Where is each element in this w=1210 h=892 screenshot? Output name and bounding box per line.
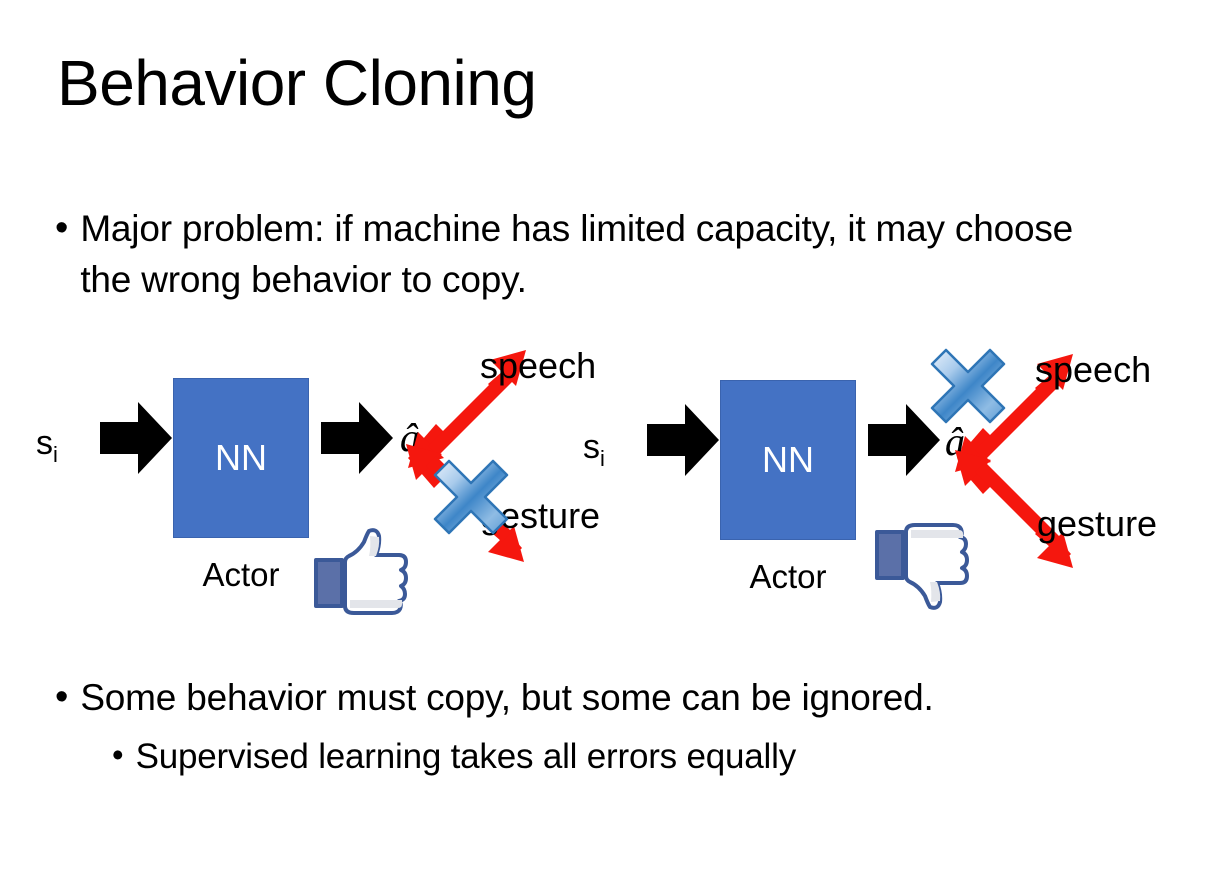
nn-block-label-right: NN — [762, 439, 814, 480]
bullet-text-1: Major problem: if machine has limited ca… — [80, 208, 1074, 301]
speech-label-left: speech — [480, 345, 597, 386]
bullet-item-2: • Some behavior must copy, but some can … — [55, 672, 1165, 723]
bullet-text-3: Supervised learning takes all errors equ… — [135, 737, 797, 776]
thumbs-down-icon — [875, 522, 970, 610]
bullet-text-2: Some behavior must copy, but some can be… — [80, 677, 934, 718]
bullet-marker-icon: • — [55, 207, 69, 249]
page-title: Behavior Cloning — [57, 47, 537, 119]
bullet-item-3: • Supervised learning takes all errors e… — [112, 733, 1162, 781]
cross-mark-speech-right-icon — [929, 347, 1007, 425]
output-arrow-right-icon — [868, 402, 940, 478]
diagram-left: si NN Actor âi — [18, 340, 618, 640]
state-label-right: si — [583, 428, 605, 471]
speech-label-right: speech — [1035, 349, 1152, 390]
nn-block-left: NN — [173, 378, 309, 538]
gesture-arrow-right-icon — [955, 450, 1073, 568]
input-arrow-right-icon — [647, 402, 719, 478]
actor-caption-right: Actor — [749, 558, 827, 595]
nn-block-right: NN — [720, 380, 856, 540]
state-label-left: si — [36, 424, 58, 467]
gesture-label-right: gesture — [1037, 503, 1158, 544]
cross-mark-gesture-left-icon — [432, 458, 510, 536]
bullet-item-1: • Major problem: if machine has limited … — [55, 203, 1115, 305]
input-arrow-left-icon — [100, 400, 172, 476]
output-arrow-left-icon — [321, 400, 393, 476]
nn-block-label-left: NN — [215, 437, 267, 478]
sub-bullet-marker-icon: • — [112, 736, 124, 773]
thumbs-up-icon — [314, 528, 409, 616]
actor-caption-left: Actor — [202, 556, 280, 593]
diagram-right: si NN Actor âi — [565, 340, 1165, 640]
bullet-marker-icon: • — [55, 676, 69, 718]
